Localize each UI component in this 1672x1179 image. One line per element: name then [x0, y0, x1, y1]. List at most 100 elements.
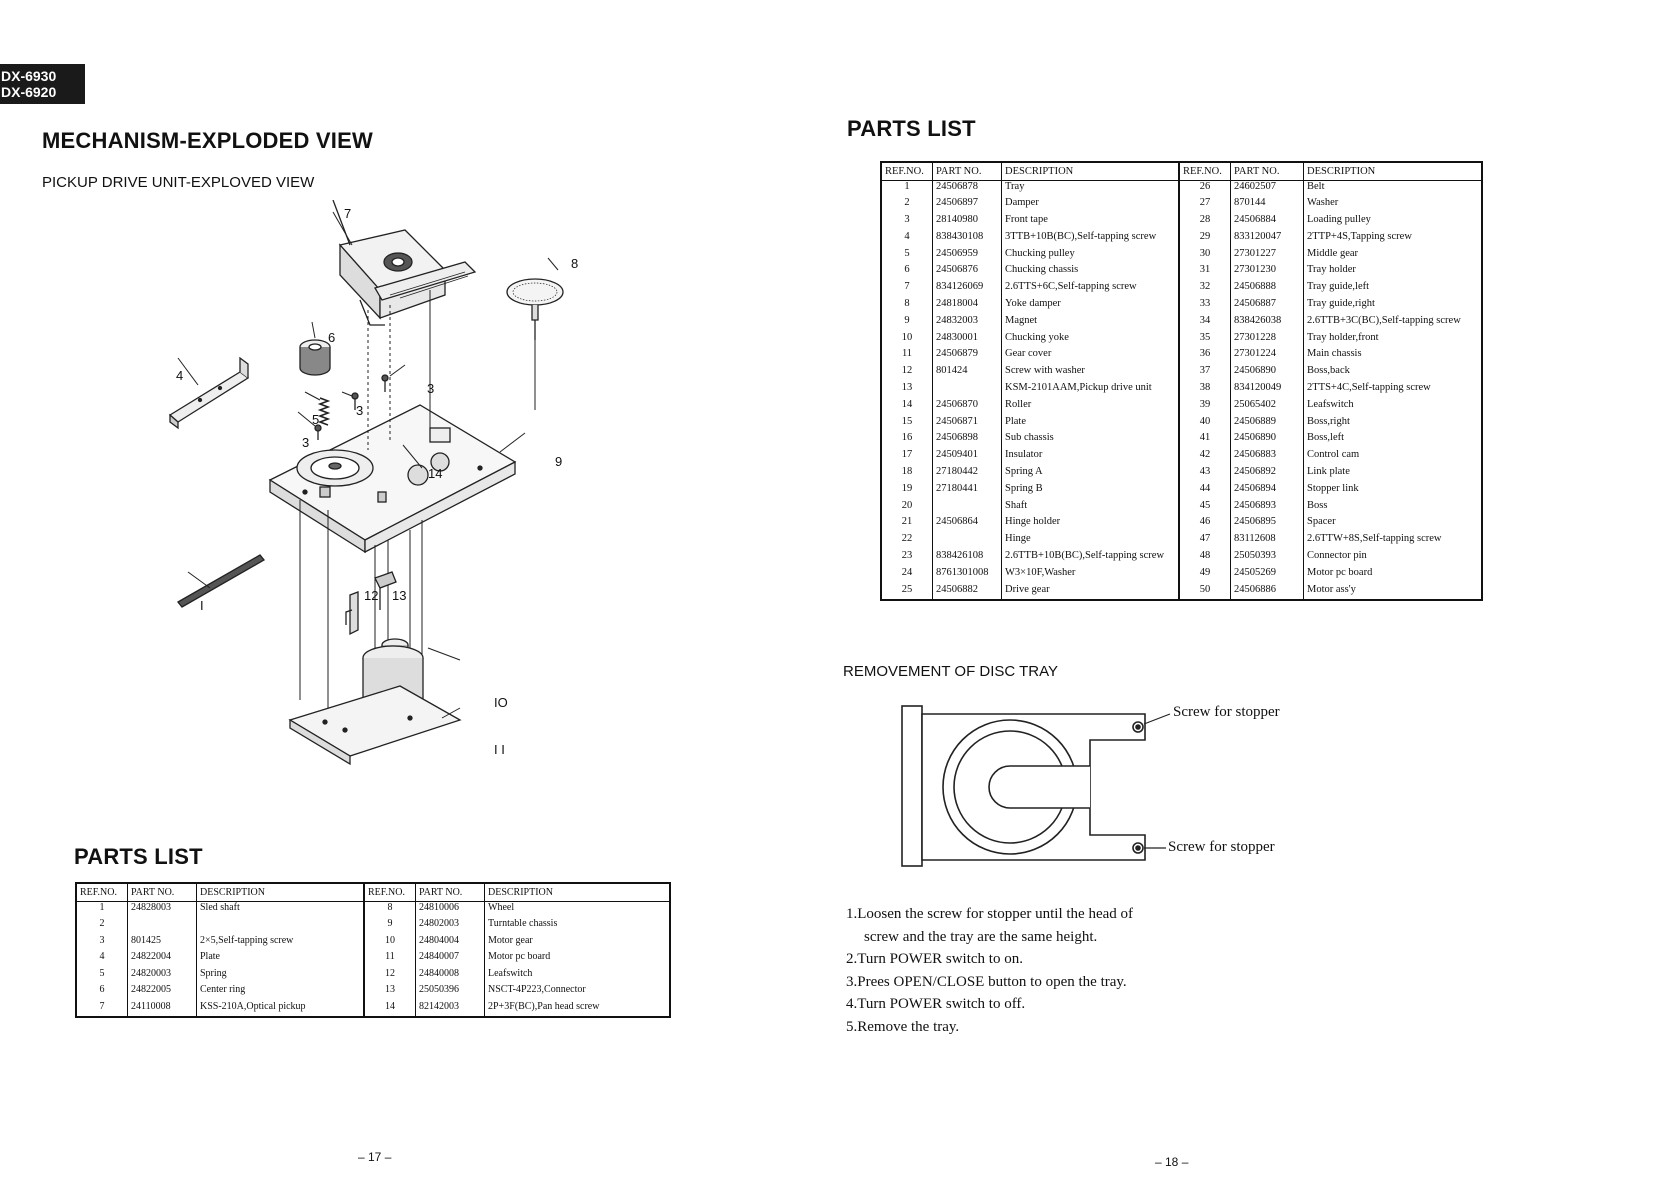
part-number-cell	[127, 918, 197, 935]
part-number-cell: 83112608	[1230, 533, 1304, 551]
description-cell: Plate	[1001, 415, 1180, 433]
plate-drawing	[168, 356, 250, 430]
ref-cell: 24	[881, 566, 933, 584]
description-cell: Insulator	[1001, 449, 1180, 467]
part-number-cell: 27180441	[932, 482, 1002, 500]
ref-cell: 19	[881, 482, 933, 500]
part-number-cell: 27301228	[1230, 331, 1304, 349]
ref-cell: 45	[1179, 499, 1231, 517]
description-cell: Motor ass'y	[1307, 583, 1356, 595]
description-cell: Spring	[196, 967, 365, 984]
ref-cell: 50	[1179, 583, 1231, 601]
ref-cell: 21	[881, 516, 933, 534]
part-number-cell: 82142003	[415, 1000, 485, 1017]
description-cell: Stopper link	[1307, 482, 1359, 494]
callout-10: IO	[494, 695, 508, 710]
part-number-cell: 8761301008	[932, 566, 1002, 584]
ref-cell: 5	[76, 967, 128, 984]
col-desc-2: DESCRIPTION	[484, 883, 670, 902]
ref-cell: 37	[1179, 365, 1231, 383]
part-number-cell: 24505269	[1230, 566, 1304, 584]
col-part: PART NO.	[932, 162, 1002, 181]
step-1-continued: screw and the tray are the same height.	[864, 928, 1098, 945]
ref-cell: 14	[364, 1000, 416, 1017]
screw-label-top: Screw for stopper	[1173, 704, 1280, 720]
ref-cell: 34	[1179, 314, 1231, 332]
part-number-cell: 25065402	[1230, 398, 1304, 416]
col-desc-2: DESCRIPTION	[1303, 162, 1482, 181]
col-desc: DESCRIPTION	[196, 883, 365, 902]
ref-cell: 1	[881, 180, 933, 198]
part-number-cell: 27180442	[932, 466, 1002, 483]
callout-12: 12	[364, 588, 379, 603]
callout-11: I I	[494, 742, 505, 757]
description-cell: Damper	[1001, 197, 1180, 215]
callout-4: 4	[176, 368, 184, 383]
col-ref: REF.NO.	[76, 883, 128, 902]
part-number-cell: 24506890	[1230, 365, 1304, 383]
description-cell: Sled shaft	[196, 901, 365, 918]
wheel-drawing	[506, 278, 564, 340]
col-ref: REF.NO.	[881, 162, 933, 181]
ref-cell: 26	[1179, 180, 1231, 198]
col-part-2: PART NO.	[415, 883, 485, 902]
ref-cell: 27	[1179, 197, 1231, 215]
ref-cell: 28	[1179, 214, 1231, 231]
part-number-cell: 24506883	[1230, 449, 1304, 467]
description-cell: Leafswitch	[1307, 398, 1354, 410]
page-number-right: – 18 –	[1155, 1155, 1189, 1169]
ref-cell: 4	[881, 230, 933, 248]
part-number-cell: 27301224	[1230, 348, 1304, 366]
spring-drawing	[317, 397, 331, 426]
description-cell: Tray	[1001, 180, 1180, 198]
optical-pickup-drawing	[338, 229, 477, 326]
description-cell: 2TTS+4C,Self-tapping screw	[1307, 382, 1431, 394]
part-number-cell: 24506882	[932, 583, 1002, 601]
part-number-cell: 24110008	[127, 1000, 197, 1017]
part-number-cell: 24802003	[415, 918, 485, 935]
part-number-cell: 24804004	[415, 934, 485, 951]
part-number-cell: 24506884	[1230, 214, 1304, 231]
callout-14: 14	[428, 466, 443, 481]
right-parts-list-title: PARTS LIST	[847, 116, 976, 141]
description-cell: Motor pc board	[1307, 566, 1373, 578]
turntable-chassis-drawing	[268, 404, 517, 554]
ref-cell: 40	[1179, 415, 1231, 433]
ref-cell: 2	[76, 918, 128, 935]
model-label-1: DX-6930	[1, 68, 57, 84]
part-number-cell: 24506870	[932, 398, 1002, 416]
part-number-cell: 24832003	[932, 314, 1002, 332]
sled-shaft-drawing	[177, 554, 265, 608]
ref-cell: 10	[881, 331, 933, 349]
ref-cell: 14	[881, 398, 933, 416]
left-parts-list-title: PARTS LIST	[74, 844, 203, 869]
part-number-cell: 24506890	[1230, 432, 1304, 450]
motor-pc-board-drawing	[288, 685, 462, 766]
step-2: 2.Turn POWER switch to on.	[846, 951, 1023, 967]
ref-cell: 48	[1179, 550, 1231, 567]
part-number-cell: 24509401	[932, 449, 1002, 467]
ref-cell: 11	[881, 348, 933, 366]
ref-cell: 35	[1179, 331, 1231, 349]
part-number-cell: 24818004	[932, 298, 1002, 315]
part-number-cell: 838430108	[932, 230, 1002, 248]
ref-cell: 39	[1179, 398, 1231, 416]
callout-6: 6	[328, 330, 336, 345]
description-cell: Drive gear	[1001, 583, 1180, 601]
description-cell: 2P+3F(BC),Pan head screw	[488, 1000, 600, 1012]
ref-cell: 17	[881, 449, 933, 467]
part-number-cell: 28140980	[932, 214, 1002, 231]
callout-3b: 3	[356, 403, 364, 418]
step-5: 5.Remove the tray.	[846, 1018, 960, 1035]
description-cell: Hinge holder	[1001, 516, 1180, 534]
callout-1: I	[200, 598, 204, 613]
